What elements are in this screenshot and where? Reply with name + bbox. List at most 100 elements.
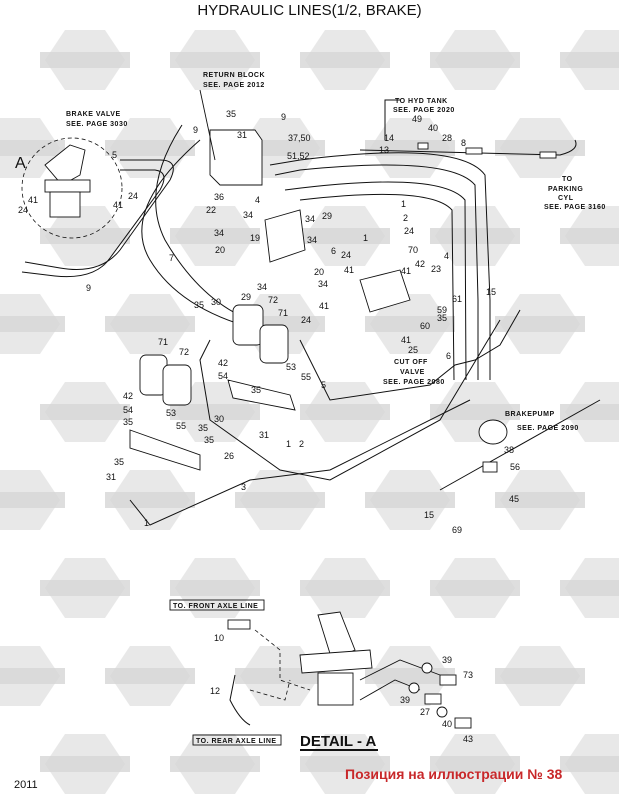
reference-labels: BRAKE VALVE SEE. PAGE 3030 RETURN BLOCK … — [15, 72, 605, 750]
callout-number: 71 — [158, 337, 168, 347]
washer — [408, 682, 420, 694]
hose — [299, 309, 521, 401]
watermark-tile — [560, 30, 619, 90]
dashed-line — [254, 629, 311, 691]
callout-number: 1 — [144, 518, 149, 528]
callout-number: 31 — [259, 430, 269, 440]
callout-number: 34 — [243, 210, 253, 220]
parking-ref-line: CYL — [558, 195, 574, 202]
watermark-tile — [300, 558, 390, 618]
callout-number: 39 — [400, 695, 410, 705]
callout-number: 23 — [431, 264, 441, 274]
callout-number: 34 — [214, 228, 224, 238]
callout-number: 1 — [401, 199, 406, 209]
callout-number: 24 — [404, 226, 414, 236]
hose — [439, 399, 601, 491]
callout-number: 27 — [420, 707, 430, 717]
hose — [274, 164, 479, 380]
front-axle-box — [169, 599, 265, 611]
brake-valve-ref: BRAKE VALVE — [66, 111, 121, 118]
callout-number: 5 — [112, 150, 117, 160]
watermark-tile — [365, 294, 455, 354]
callout-number: 49 — [412, 114, 422, 124]
callout-number: 6 — [331, 246, 336, 256]
watermark-tile — [0, 470, 65, 530]
watermark-tile — [0, 646, 65, 706]
detail-valve-body — [317, 672, 354, 706]
fitting — [417, 142, 429, 150]
watermark-tile — [495, 470, 585, 530]
watermark-tile — [365, 118, 455, 178]
callout-number: 13 — [379, 145, 389, 155]
callout-number: 15 — [424, 510, 434, 520]
brake-valve-plate — [44, 179, 91, 193]
fitting — [454, 717, 472, 729]
callout-number: 61 — [452, 294, 462, 304]
fitting — [439, 674, 457, 686]
callout-number: 41 — [401, 266, 411, 276]
callout-number: 34 — [307, 235, 317, 245]
cut-off-ref: CUT OFF — [394, 359, 428, 366]
callout-number: 59 — [437, 305, 447, 315]
callout-number: 7 — [169, 253, 174, 263]
callout-number: 2 — [403, 213, 408, 223]
watermark-tile — [365, 470, 455, 530]
callout-number: 35 — [123, 417, 133, 427]
callout-number: 3 — [241, 482, 246, 492]
callout-number: 42 — [218, 358, 228, 368]
callout-number: 26 — [224, 451, 234, 461]
return-block-ref: RETURN BLOCK — [203, 72, 265, 79]
fitting — [424, 693, 442, 705]
callout-number: 70 — [408, 245, 418, 255]
watermark-tile — [495, 118, 585, 178]
callout-number: 38 — [504, 445, 514, 455]
callout-number: 6 — [446, 351, 451, 361]
callout-number: 28 — [442, 133, 452, 143]
return-block — [209, 129, 263, 186]
callout-number: 54 — [123, 405, 133, 415]
callout-number: 55 — [301, 372, 311, 382]
return-block-ref-page: SEE. PAGE 2012 — [203, 82, 265, 89]
callout-number: 4 — [255, 195, 260, 205]
watermark-tile — [560, 206, 619, 266]
callout-number: 15 — [486, 287, 496, 297]
callout-number: 9 — [281, 112, 286, 122]
detail-marker: A — [15, 155, 26, 172]
watermark-tile — [235, 470, 325, 530]
callout-number: 5 — [321, 380, 326, 390]
hyd-tank-ref-page: SEE. PAGE 2020 — [393, 107, 455, 114]
watermark-tile — [105, 470, 195, 530]
callout-number: 9 — [86, 283, 91, 293]
callout-number: 41 — [344, 265, 354, 275]
callout-number: 8 — [461, 138, 466, 148]
callout-number: 35 — [198, 423, 208, 433]
brake-valve-ref-page: SEE. PAGE 3030 — [66, 121, 128, 128]
callout-number: 20 — [215, 245, 225, 255]
cut-off-ref: VALVE — [400, 369, 425, 376]
callout-number: 29 — [241, 292, 251, 302]
callout-number: 72 — [179, 347, 189, 357]
hose — [199, 319, 501, 481]
callout-number: 31 — [237, 130, 247, 140]
accumulator — [259, 324, 289, 364]
watermark-tile — [105, 118, 195, 178]
callout-number: 39 — [442, 655, 452, 665]
brake-pump — [478, 419, 508, 445]
detail-pedal — [317, 611, 356, 661]
mounting-block — [227, 379, 296, 411]
callout-number: 24 — [18, 205, 28, 215]
callout-number: 54 — [218, 371, 228, 381]
watermark-tile — [105, 646, 195, 706]
watermark-tile — [40, 382, 130, 442]
watermark-tile — [560, 734, 619, 794]
callout-number: 36 — [214, 192, 224, 202]
callout-number: 42 — [123, 391, 133, 401]
parking-ref-line: PARKING — [548, 186, 583, 193]
detail-a-title: DETAIL - A — [300, 733, 377, 750]
callout-number: 20 — [314, 267, 324, 277]
rear-axle-box — [192, 734, 282, 746]
callout-number: 35 — [114, 457, 124, 467]
callout-number: 43 — [463, 734, 473, 744]
